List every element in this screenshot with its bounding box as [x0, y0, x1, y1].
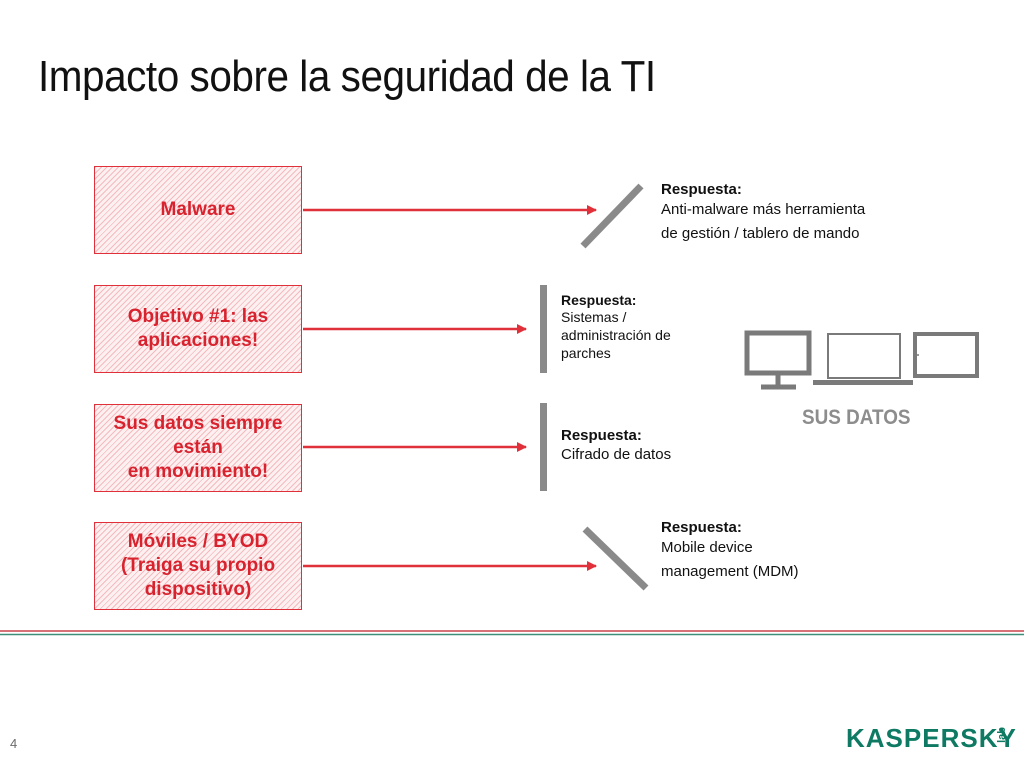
- threat-label: Móviles / BYOD (Traiga su propio disposi…: [120, 531, 276, 600]
- threat-label: Sus datos siempre están en movimiento!: [113, 413, 283, 482]
- response-body: Sistemas / administración de parches: [561, 309, 671, 361]
- response-data-in-motion: Respuesta: Cifrado de datos: [561, 427, 671, 466]
- response-body: Anti-malware más herramienta de gestión …: [661, 201, 866, 242]
- threat-box-data-in-motion: Sus datos siempre están en movimiento!: [94, 404, 302, 492]
- response-heading: Respuesta:: [661, 519, 742, 536]
- barrier-applications: [540, 285, 547, 373]
- response-heading: Respuesta:: [661, 181, 742, 198]
- tablet-icon: [913, 332, 979, 378]
- response-malware: Respuesta: Anti-malware más herramienta …: [661, 181, 865, 246]
- response-body: Mobile device management (MDM): [661, 539, 799, 580]
- response-body: Cifrado de datos: [561, 446, 672, 463]
- page-number: 4: [10, 736, 18, 751]
- response-heading: Respuesta:: [561, 427, 642, 444]
- threat-box-mobile-byod: Móviles / BYOD (Traiga su propio disposi…: [94, 522, 302, 610]
- barrier-mobile-byod: [582, 526, 649, 591]
- threat-label: Malware: [160, 199, 236, 220]
- brand-logo: KASPERSKY: [846, 723, 1017, 753]
- barrier-data-in-motion: [540, 403, 547, 491]
- response-mobile-byod: Respuesta: Mobile device management (MDM…: [661, 519, 799, 584]
- devices-label: SUS DATOS: [802, 406, 911, 429]
- response-heading: Respuesta:: [561, 292, 637, 308]
- response-applications: Respuesta: Sistemas / administración de …: [561, 292, 671, 362]
- desktop-monitor-icon: [744, 330, 812, 390]
- laptop-icon: [813, 333, 913, 385]
- brand-logo-suffix: lab: [996, 727, 1008, 743]
- threat-box-malware: Malware: [94, 166, 302, 254]
- slide-title: Impacto sobre la seguridad de la TI: [38, 52, 656, 101]
- threat-box-applications: Objetivo #1: las aplicaciones!: [94, 285, 302, 373]
- threat-label: Objetivo #1: las aplicaciones!: [127, 306, 269, 351]
- barrier-malware: [580, 183, 644, 249]
